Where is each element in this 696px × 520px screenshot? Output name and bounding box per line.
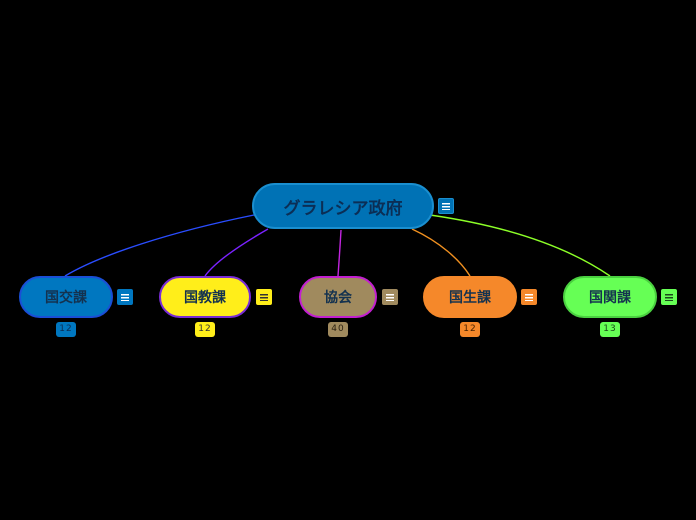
topic-kyokai[interactable]: 協会 bbox=[299, 276, 377, 318]
topic-kokkoka[interactable]: 国交課 bbox=[19, 276, 113, 318]
topic-menu-button[interactable] bbox=[117, 289, 133, 305]
topic-menu-button[interactable] bbox=[382, 289, 398, 305]
subtopic-count-badge[interactable]: 13 bbox=[600, 322, 620, 337]
topic-label: 国交課 bbox=[45, 290, 87, 306]
link-to-kokkanka bbox=[429, 214, 611, 277]
menu-icon bbox=[386, 293, 394, 301]
topic-menu-button[interactable] bbox=[521, 289, 537, 305]
topic-kokkanka[interactable]: 国関課 bbox=[563, 276, 657, 318]
menu-icon bbox=[665, 293, 673, 301]
link-to-kokkoka bbox=[64, 214, 255, 277]
topic-menu-button[interactable] bbox=[256, 289, 272, 305]
topic-label: 国関課 bbox=[589, 290, 631, 306]
topic-label: 協会 bbox=[324, 290, 352, 306]
root-topic[interactable]: グラレシア政府 bbox=[252, 183, 434, 229]
topic-kyoikuka[interactable]: 国教課 bbox=[159, 276, 251, 318]
link-to-kyoikuka bbox=[204, 228, 269, 277]
subtopic-count-badge[interactable]: 40 bbox=[328, 322, 348, 337]
subtopic-count-badge[interactable]: 12 bbox=[195, 322, 215, 337]
topic-menu-button[interactable] bbox=[661, 289, 677, 305]
root-topic-label: グラレシア政府 bbox=[283, 198, 403, 219]
subtopic-count-badge[interactable]: 12 bbox=[56, 322, 76, 337]
root-menu-button[interactable] bbox=[438, 198, 454, 214]
topic-label: 国教課 bbox=[184, 290, 226, 306]
topic-label: 国生課 bbox=[449, 290, 491, 306]
menu-icon bbox=[525, 293, 533, 301]
menu-icon bbox=[121, 293, 129, 301]
topic-kokuseika[interactable]: 国生課 bbox=[423, 276, 517, 318]
menu-icon bbox=[260, 293, 268, 301]
menu-icon bbox=[442, 202, 450, 210]
subtopic-count-badge[interactable]: 12 bbox=[460, 322, 480, 337]
link-to-kokuseika bbox=[411, 228, 471, 277]
link-to-kyokai bbox=[337, 229, 342, 277]
